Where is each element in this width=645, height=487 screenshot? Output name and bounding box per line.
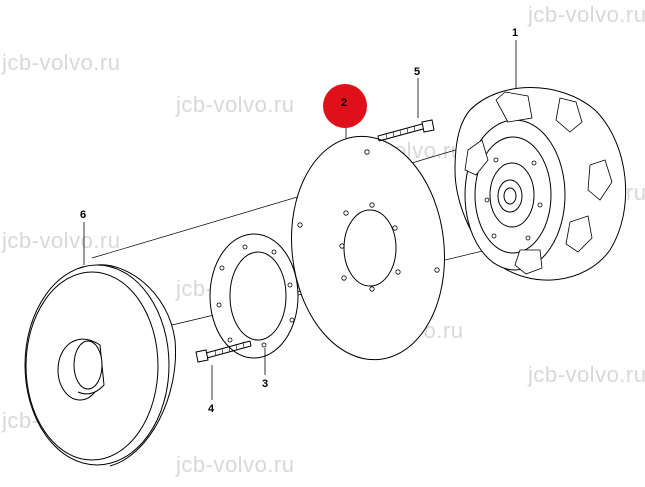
- part-6-flywheel[interactable]: [24, 264, 177, 467]
- callout-part-1[interactable]: 1: [512, 27, 519, 39]
- part-4-bolt[interactable]: [195, 340, 252, 363]
- selected-part-marker: [323, 84, 367, 128]
- callout-part-6[interactable]: 6: [80, 209, 87, 221]
- part-2-flex-plate[interactable]: [281, 129, 456, 368]
- callout-part-3[interactable]: 3: [262, 378, 269, 390]
- part-5-bolt[interactable]: [377, 119, 435, 142]
- part-3-adapter-ring[interactable]: [209, 233, 299, 359]
- part-1-torque-converter[interactable]: [454, 87, 627, 281]
- callout-part-2[interactable]: 2: [341, 97, 348, 109]
- callout-part-4[interactable]: 4: [208, 403, 215, 415]
- callout-part-5[interactable]: 5: [414, 66, 421, 78]
